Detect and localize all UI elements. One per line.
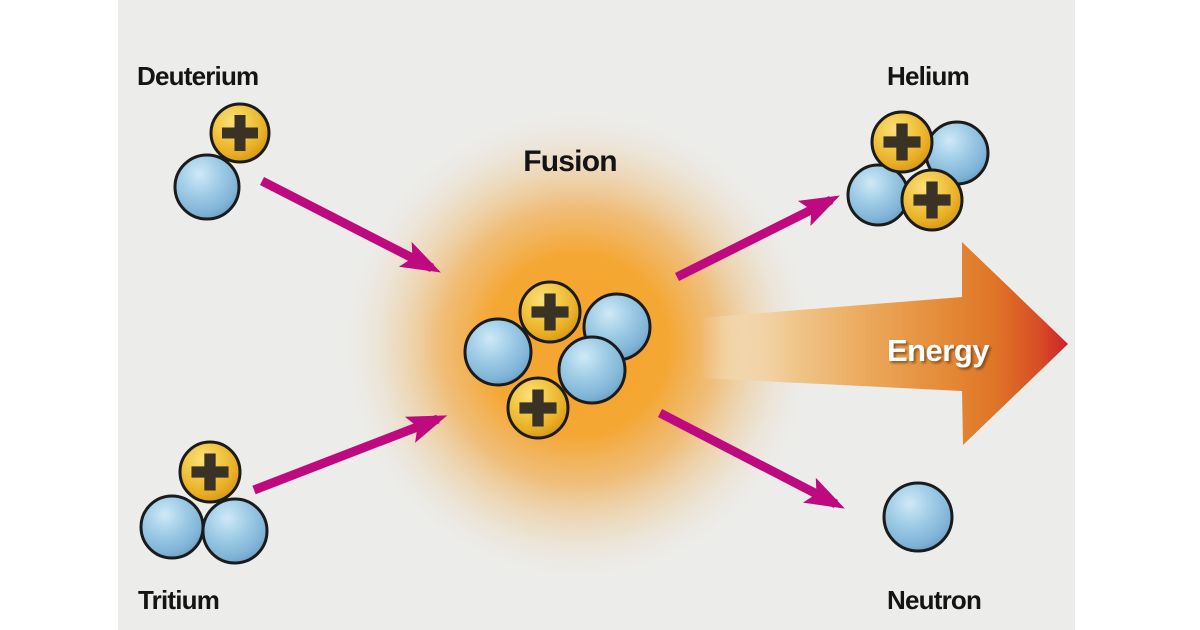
deuterium-label: Deuterium	[137, 61, 258, 91]
tritium-label: Tritium	[138, 585, 219, 615]
tritium-atom	[139, 440, 269, 565]
neutron-icon	[557, 335, 627, 405]
energy-arrow-shape	[700, 242, 1068, 445]
arrow-deuterium-to-fusion	[259, 176, 441, 273]
neutron-label: Neutron	[887, 585, 981, 615]
helium-atom	[846, 110, 990, 232]
helium-label: Helium	[887, 61, 969, 91]
arrow-tritium-to-fusion	[252, 414, 448, 495]
neutron-icon	[463, 317, 533, 387]
neutron-icon	[846, 163, 910, 227]
reaction-arrows	[252, 176, 845, 509]
neutron-icon	[173, 153, 241, 221]
neutron-icon	[882, 481, 954, 553]
neutron-particle	[882, 481, 954, 553]
fusion-label: Fusion	[523, 145, 617, 178]
neutron-icon	[139, 494, 205, 560]
proton-icon	[506, 376, 570, 440]
arrow-fusion-to-helium	[674, 195, 840, 282]
proton-icon	[209, 102, 271, 164]
proton-icon	[178, 440, 242, 504]
proton-icon	[900, 168, 964, 232]
energy-label: Energy	[887, 333, 990, 368]
fusion-nucleus	[463, 280, 652, 440]
energy-arrow: Energy	[700, 242, 1068, 445]
proton-icon	[518, 280, 582, 344]
arrow-fusion-to-neutron	[657, 409, 845, 509]
deuterium-atom	[173, 102, 271, 221]
neutron-icon	[201, 497, 269, 565]
proton-icon	[870, 110, 934, 174]
